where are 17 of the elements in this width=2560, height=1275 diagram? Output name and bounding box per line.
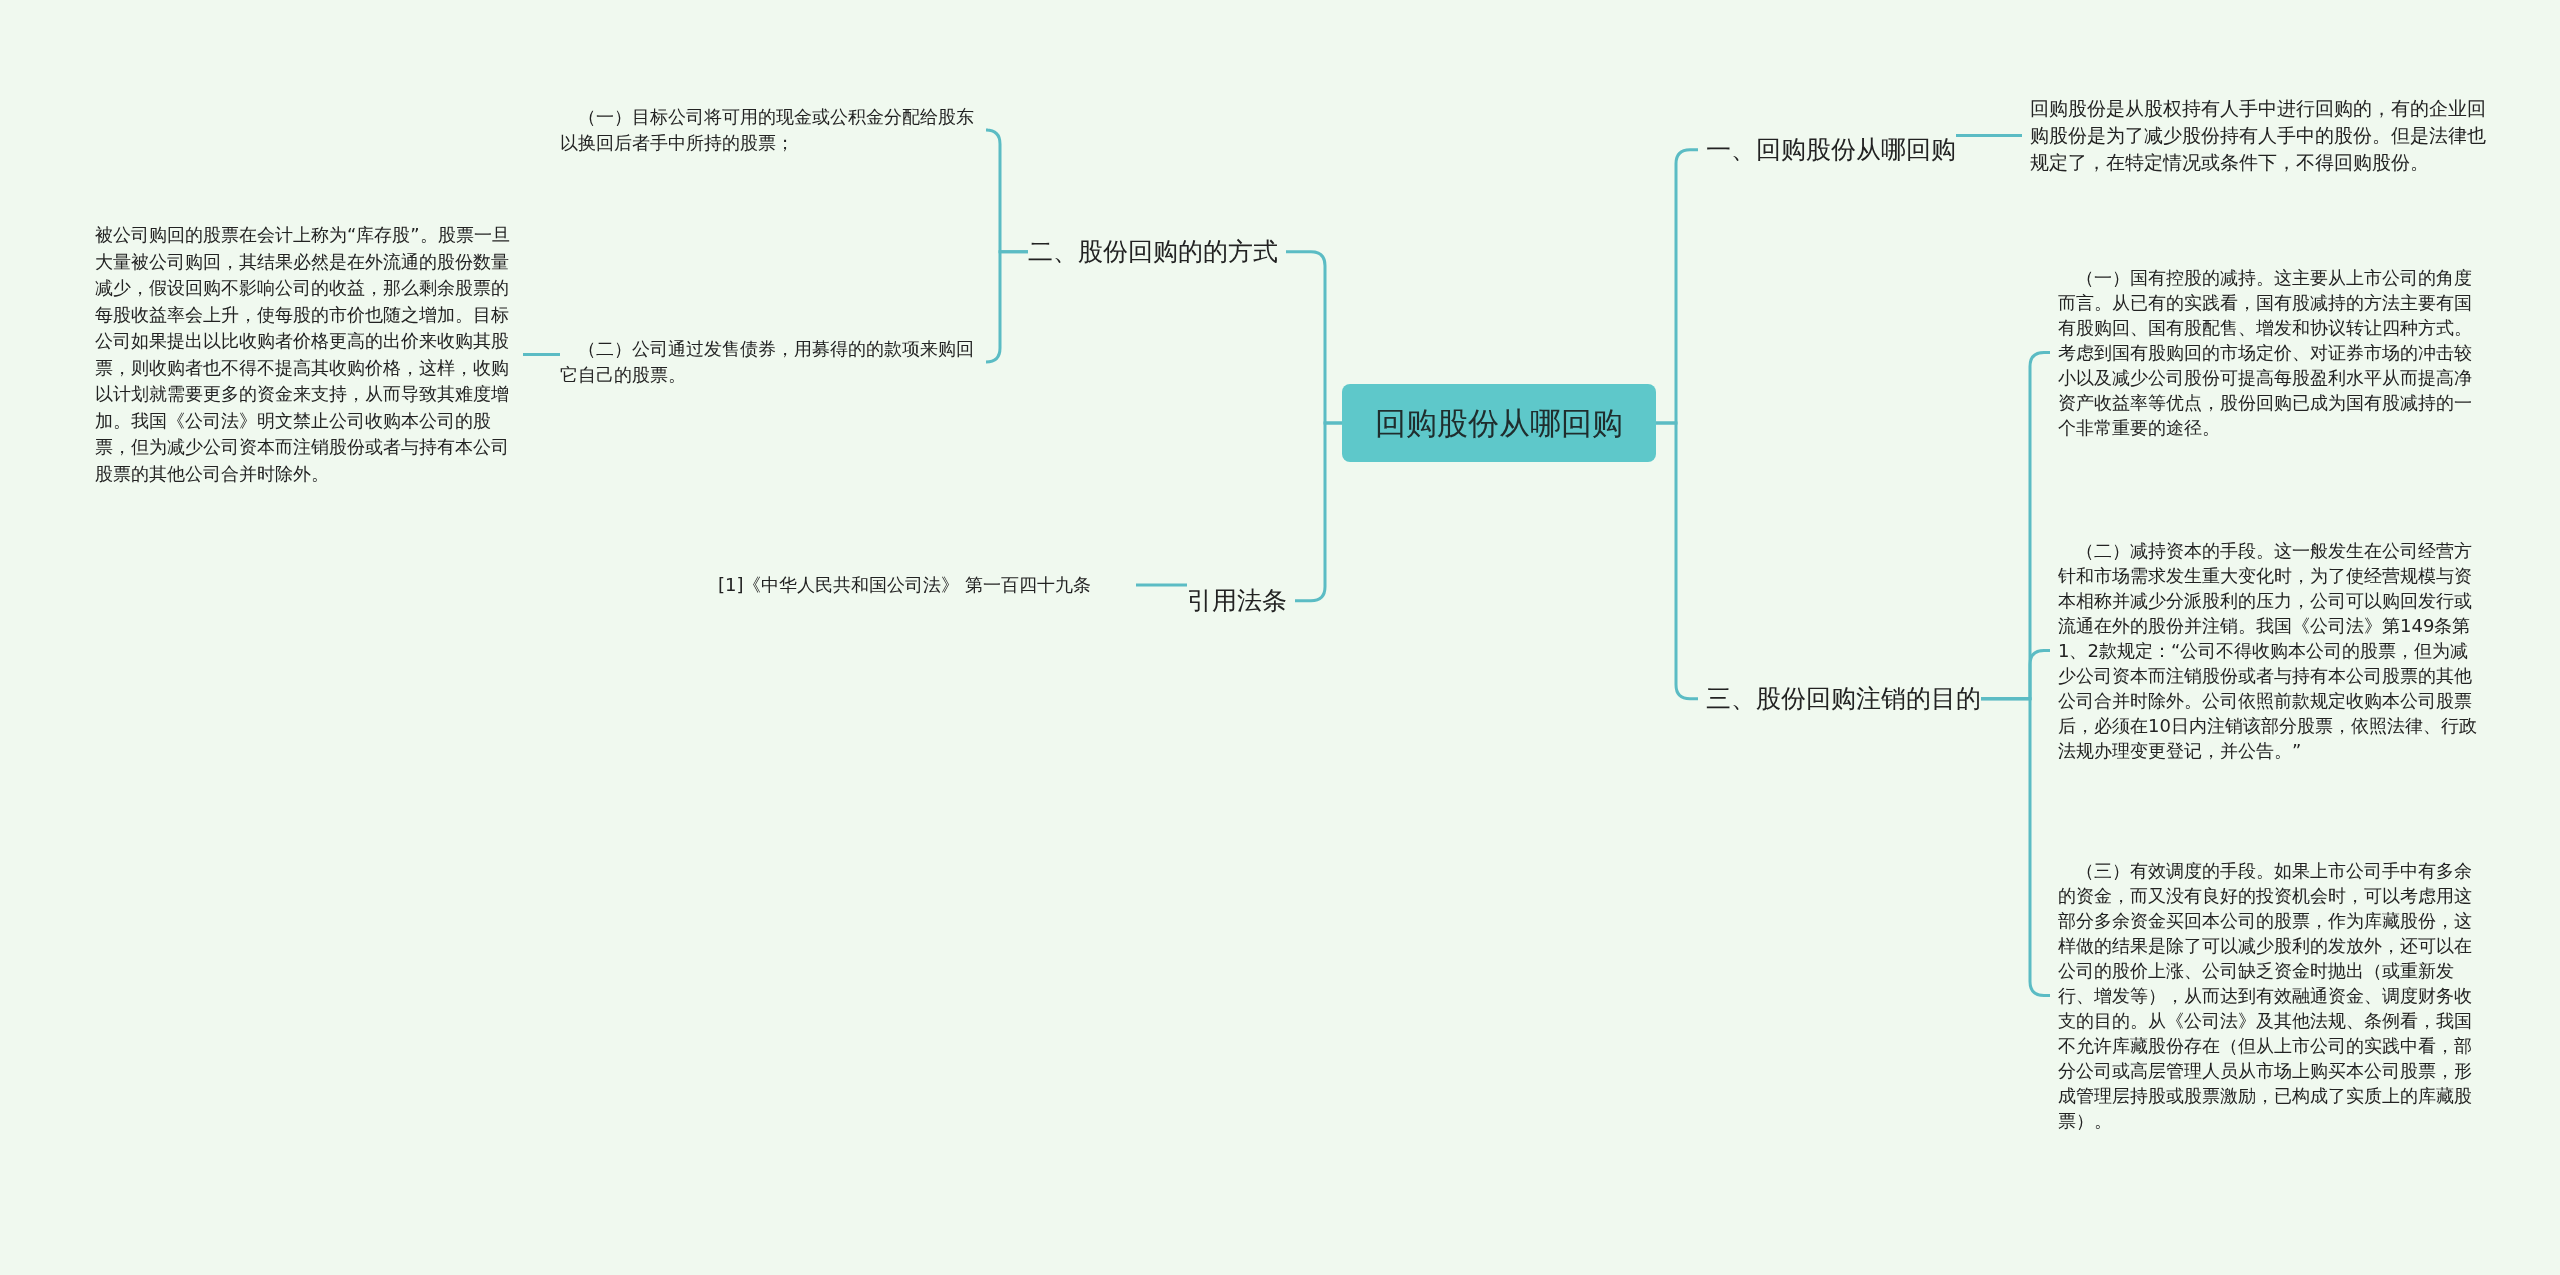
note-text: （一）国有控股的减持。这主要从上市公司的角度而言。从已有的实践看，国有股减持的方法主要有国有股购回、国有股配售、增发和协议转让四种方式。考虑到国有股购回的市场定价、对证券市场的冲击较小以及减少公司股份可提高每股盈利水平从而提高净资产收益率等优点，股份回购已成为国有股减持的一个非常重要的途径。 [2058,265,2478,440]
branch-topic: 二、股份回购的的方式 [1028,233,1278,271]
central-topic-box: 回购股份从哪回购 [1342,384,1656,462]
note-text: （一）目标公司将可用的现金或公积金分配给股东以换回后者手中所持的股票； [560,104,980,156]
branch-topic: 引用法条 [1187,582,1287,620]
note-text: （三）有效调度的手段。如果上市公司手中有多余的资金，而又没有良好的投资机会时，可以考虑用这部分多余资金买回本公司的股票，作为库藏股份，这样做的结果是除了可以减少股利的发放外，还可以在公司的股价上涨、公司缺乏资金时抛出（或重新发行、增发等），从而达到有效融通资金、调度财务收支的目的。从《公司法》及其他法规、条例看，我国不允许库藏股份存在（但从上市公司的实践中看，部分公司或高层管理人员从市场上购买本公司股票，形成管理层持股或股票激励，已构成了实质上的库藏股票）。 [2058,858,2478,1133]
note-text: （二）公司通过发售债券，用募得的的款项来购回它自己的股票。 [560,336,980,388]
branch-topic: 三、股份回购注销的目的 [1706,680,1981,718]
connector-line [984,250,1028,364]
connector-line [523,353,560,356]
note-text: （二）减持资本的手段。这一般发生在公司经营方针和市场需求发生重大变化时，为了使经营规模与资本相称并减少分派股利的压力，公司可以购回发行或流通在外的股份并注销。我国《公司法》第149条第1、2款规定：“公司不得收购本公司的股票，但为减少公司资本而注销股份或者与持有本公司股票的其他公司合并时除外。公司依照前款规定收购本公司股票后，必须在10日内注销该部分股票，依照法律、行政法规办理变更登记，并公告。” [2058,538,2478,763]
branch-topic: 一、回购股份从哪回购 [1706,131,1956,169]
note-text: 回购股份是从股权持有人手中进行回购的，有的企业回购股份是为了减少股份持有人手中的股份。但是法律也规定了，在特定情况或条件下，不得回购股份。 [2030,95,2490,176]
note-text: [1]《中华人民共和国公司法》 第一百四十九条 [718,572,1128,598]
note-text: 被公司购回的股票在会计上称为“库存股”。股票一旦大量被公司购回，其结果必然是在外流通的股份数量减少，假设回购不影响公司的收益，那么剩余股票的每股收益率会上升，使每股的市价也随之增加。目标公司如果提出以比收购者价格更高的出价来收购其股票，则收购者也不得不提高其收购价格，这样，收购以计划就需要更多的资金来支持，从而导致其难度增加。我国《公司法》明文禁止公司收购本公司的股票，但为减少公司资本而注销股份或者与持有本公司股票的其他公司合并时除外。 [95,222,515,487]
connector-line [1136,583,1187,587]
connector-line [1956,134,2022,137]
